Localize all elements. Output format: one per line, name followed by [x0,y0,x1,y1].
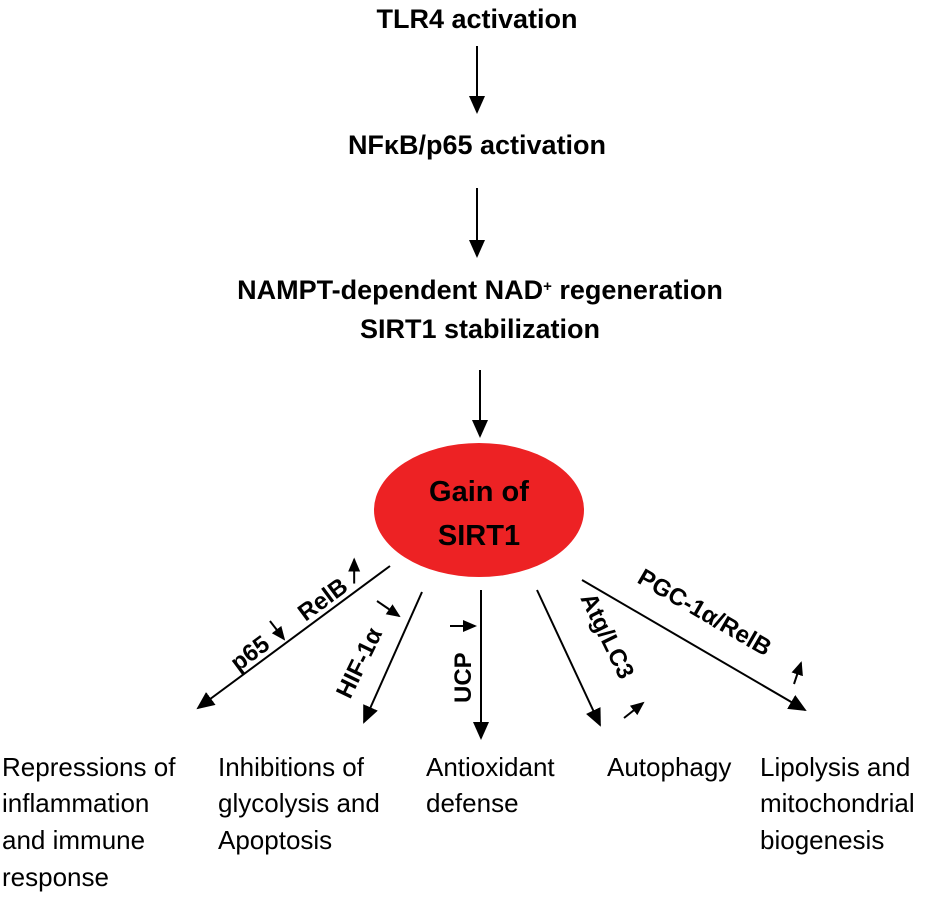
outcome-line: Repressions of [2,752,176,782]
up-arrow-icon [791,661,803,685]
outcome-line: defense [426,788,519,818]
outcome-line: response [2,862,109,892]
outcome-line: mitochondrial [760,788,915,818]
up-arrow-icon [623,701,645,719]
outcome-line: inflammation [2,788,149,818]
down-arrow-icon [269,620,286,641]
step-tlr4-activation: TLR4 activation [376,4,577,34]
step-nampt-nad: NAMPT-dependent NAD+ regeneration [237,275,723,305]
branch-label-ucp: UCP [450,652,477,703]
down-arrow-icon [376,600,401,618]
arrow-branch-lipolysis [581,579,807,712]
center-node-line1: Gain of [429,476,529,508]
branch-label-pgc1a-relb: PGC-1α/RelB [633,564,776,662]
outcome-line: glycolysis and [218,788,380,818]
label-ucp: UCP [450,652,477,703]
step-nfkb-activation: NFκB/p65 activation [348,130,606,160]
arrow-branch-inflammation [196,565,391,710]
nampt-suffix: regeneration [552,275,723,305]
nampt-text: NAMPT-dependent NAD [237,275,543,305]
gain-of-sirt1-node [374,443,584,577]
label-pgc1a-relb: PGC-1α/RelB [633,564,776,662]
outcome-autophagy: Autophagy [607,752,731,782]
outcome-line: biogenesis [760,825,884,855]
nad-superscript: + [543,278,552,295]
branch-label-atg-lc3: Atg/LC3 [575,589,640,684]
branch-label-hif1a: HIF-1α [331,623,388,702]
label-p65: p65 [226,631,275,677]
center-node-line2: SIRT1 [438,520,520,552]
outcome-glycolysis: Inhibitions of glycolysis and Apoptosis [218,752,380,855]
step-sirt1-stabilization: SIRT1 stabilization [360,314,600,344]
outcome-line: Apoptosis [218,825,332,855]
label-hif1a: HIF-1α [331,623,388,702]
arrow-branch-glycolysis [363,591,423,724]
arrow-branch-autophagy [536,589,601,727]
outcome-inflammation: Repressions of inflammation and immune r… [2,752,176,892]
label-atg-lc3: Atg/LC3 [575,589,640,684]
outcome-lipolysis: Lipolysis and mitochondrial biogenesis [760,752,915,855]
outcome-line: Antioxidant [426,752,555,782]
outcome-line: and immune [2,825,145,855]
outcome-line: Inhibitions of [218,752,365,782]
label-relb: RelB [293,573,353,627]
outcome-line: Autophagy [607,752,731,782]
outcome-antioxidant: Antioxidant defense [426,752,555,818]
outcome-line: Lipolysis and [760,752,910,782]
